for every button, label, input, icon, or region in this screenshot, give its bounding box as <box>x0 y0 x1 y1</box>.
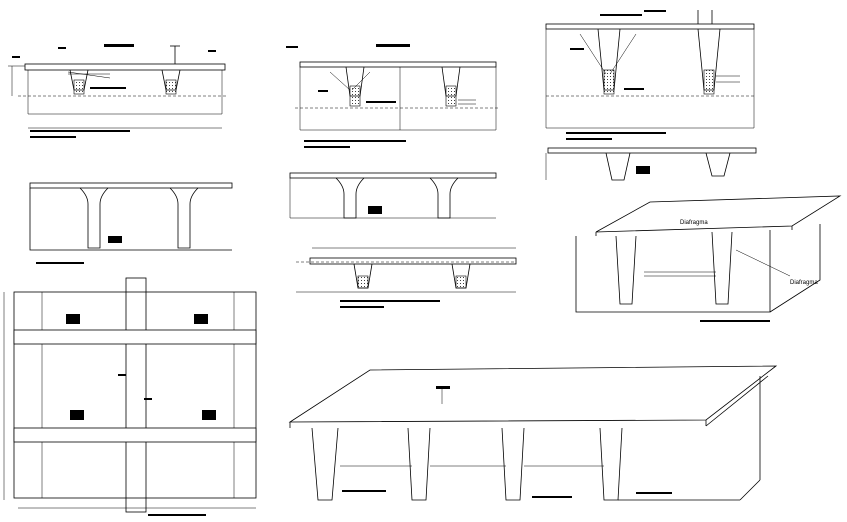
section-view-2 <box>286 44 500 148</box>
elevation-view-2 <box>289 172 497 219</box>
section-view-1 <box>8 44 228 138</box>
section-view-3 <box>545 10 755 140</box>
elevation-view-4 <box>545 147 757 181</box>
elevation-view-3 <box>296 247 517 308</box>
diafragma-label-lower: Diafragma <box>790 280 818 286</box>
diafragma-label-upper: Diafragma <box>680 220 708 226</box>
isometric-view-2 <box>288 365 778 501</box>
isometric-view-1: Diafragma Diafragma <box>575 195 842 322</box>
elevation-view-1 <box>29 182 233 264</box>
plan-view <box>3 277 257 516</box>
